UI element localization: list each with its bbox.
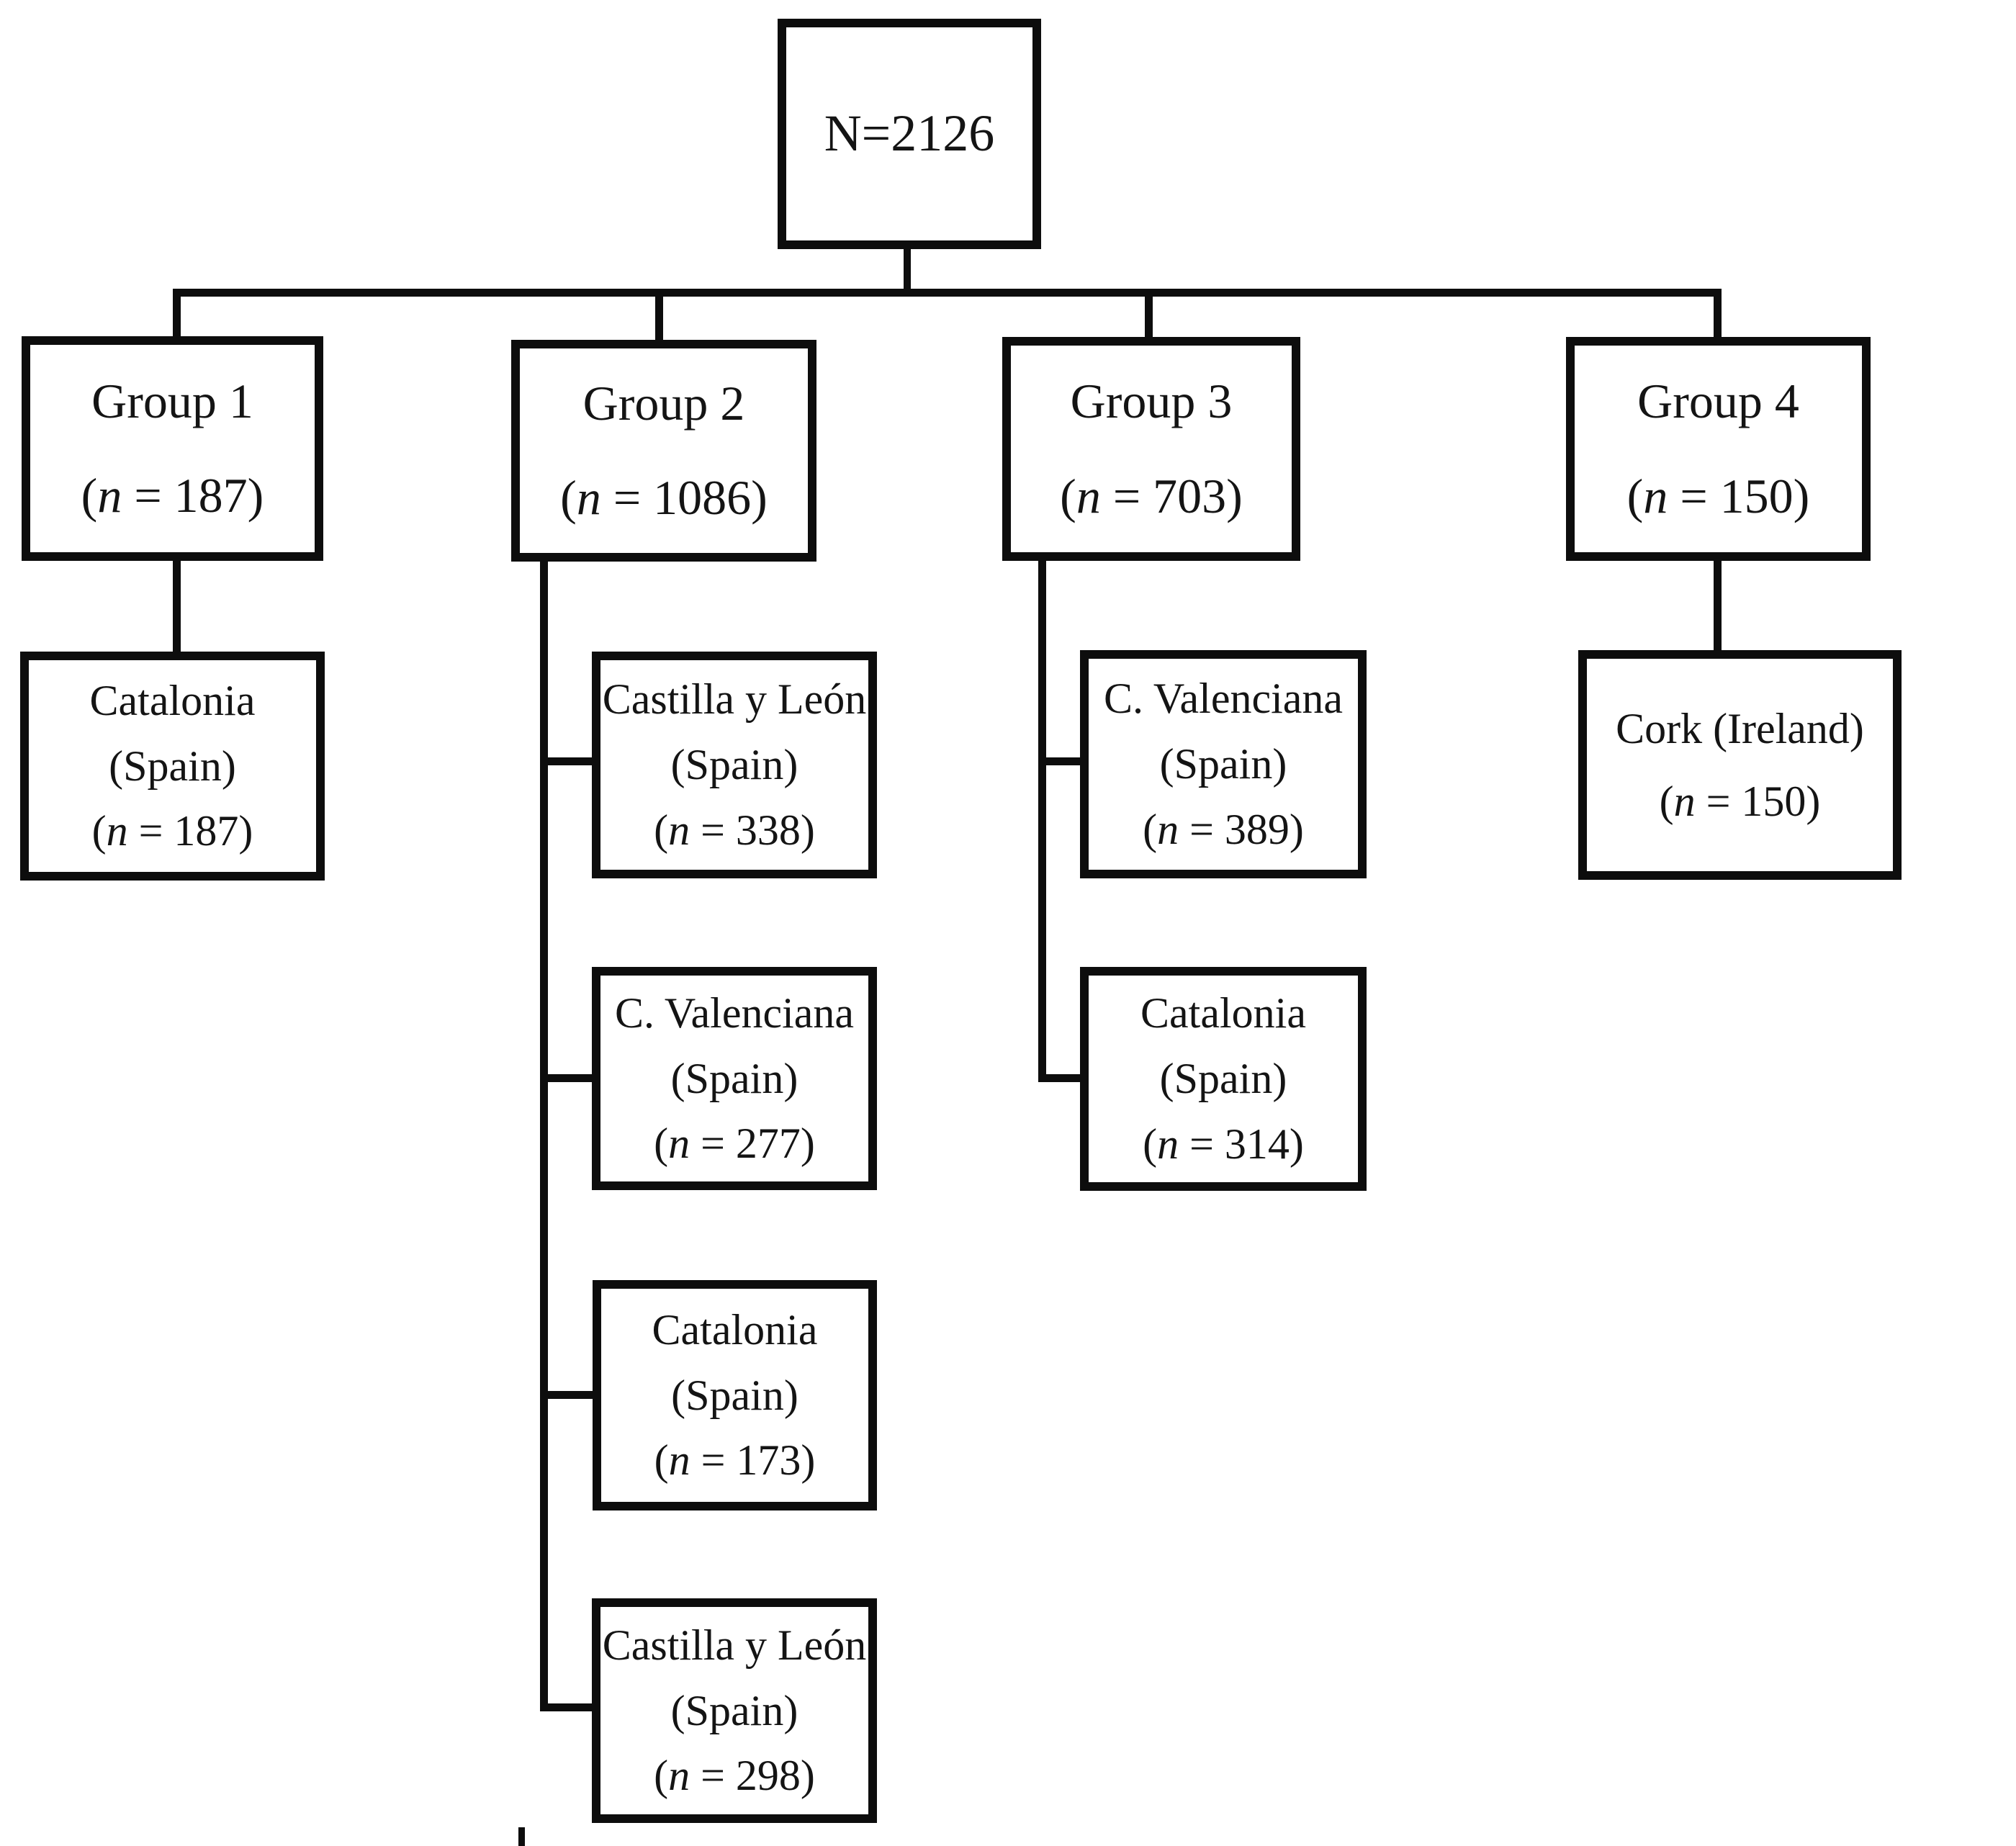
site-region: Castilla y León (602, 1621, 867, 1669)
connector-group4-child (1714, 560, 1722, 652)
connector-group2-stub1 (540, 757, 593, 765)
count-rest: = 389) (1179, 805, 1304, 853)
node-catalonia-group2: Catalonia (Spain) (n = 173) (593, 1280, 877, 1510)
site-count: (n = 338) (654, 806, 815, 854)
connector-group1-child (173, 560, 181, 652)
n-symbol: n (668, 1752, 690, 1800)
stray-tick-mark (518, 1827, 525, 1846)
site-count: (n = 173) (654, 1437, 816, 1484)
node-group2: Group 2 (n = 1086) (511, 340, 816, 562)
paren-open: ( (91, 807, 107, 855)
count-rest: = 187) (122, 468, 264, 523)
paren-open: ( (654, 1436, 669, 1485)
paren-open: ( (1143, 1120, 1158, 1168)
count-rest: = 150) (1695, 777, 1821, 825)
group4-count: (n = 150) (1626, 468, 1810, 523)
connector-drop-group2 (655, 289, 663, 340)
site-region: C. Valenciana (614, 989, 855, 1037)
node-group4: Group 4 (n = 150) (1566, 337, 1871, 561)
connector-group2-stub2 (540, 1074, 593, 1082)
node-valenciana-group2: C. Valenciana (Spain) (n = 277) (592, 967, 877, 1190)
group1-count: (n = 187) (81, 469, 264, 522)
node-castilla-leon-group2a: Castilla y León (Spain) (n = 338) (592, 652, 877, 878)
count-rest: = 314) (1179, 1120, 1304, 1168)
paren-open: ( (654, 1752, 669, 1800)
count-rest: = 338) (690, 806, 815, 854)
count-rest: = 150) (1668, 468, 1810, 523)
site-region: Catalonia (652, 1305, 818, 1354)
site-country: (Spain) (1159, 740, 1287, 788)
group3-title: Group 3 (1070, 374, 1233, 429)
node-cork-group4: Cork (Ireland) (n = 150) (1578, 650, 1902, 880)
count-rest: = 187) (127, 807, 253, 855)
n-symbol: n (668, 1120, 690, 1168)
n-symbol: n (1673, 777, 1696, 825)
count-rest: = 173) (690, 1436, 816, 1485)
site-count: (n = 277) (654, 1120, 815, 1167)
n-symbol: n (576, 470, 601, 525)
site-count: (n = 389) (1143, 806, 1304, 853)
connector-drop-group3 (1145, 289, 1153, 337)
site-country: (Spain) (671, 1371, 798, 1419)
site-region: Catalonia (1140, 989, 1306, 1037)
connector-group2-stub4 (540, 1703, 593, 1711)
n-symbol: n (97, 468, 122, 523)
n-symbol: n (1157, 805, 1179, 853)
group1-title: Group 1 (91, 373, 253, 428)
count-rest: = 703) (1100, 468, 1243, 523)
site-region: Catalonia (89, 676, 256, 724)
n-symbol: n (1643, 468, 1668, 523)
paren-open: ( (81, 468, 98, 523)
connector-group3-stub1 (1038, 757, 1081, 765)
paren-open: ( (654, 1120, 669, 1168)
site-country: (Spain) (670, 1054, 798, 1102)
node-group3: Group 3 (n = 703) (1002, 337, 1300, 561)
connector-group3-spine (1038, 560, 1046, 1082)
group3-count: (n = 703) (1060, 468, 1243, 523)
paren-open: ( (1143, 805, 1158, 853)
paren-open: ( (1060, 468, 1076, 523)
paren-open: ( (654, 806, 669, 854)
group4-title: Group 4 (1637, 374, 1799, 429)
node-group1: Group 1 (n = 187) (22, 336, 323, 561)
site-country: (Spain) (670, 741, 798, 789)
group2-title: Group 2 (582, 375, 745, 431)
paren-open: ( (1659, 777, 1674, 825)
site-region: C. Valenciana (1103, 675, 1344, 723)
site-region: Cork (Ireland) (1616, 704, 1864, 752)
n-symbol: n (1076, 468, 1101, 523)
count-rest: = 298) (690, 1752, 815, 1800)
group2-count: (n = 1086) (560, 470, 768, 525)
n-symbol: n (668, 806, 690, 854)
count-rest: = 277) (690, 1120, 815, 1168)
connector-drop-group1 (173, 289, 181, 336)
site-region: Castilla y León (602, 675, 867, 724)
connector-group2-spine (540, 562, 548, 1711)
site-country: (Spain) (670, 1686, 798, 1734)
site-count: (n = 150) (1660, 778, 1821, 825)
connector-drop-group4 (1714, 289, 1722, 337)
n-symbol: n (106, 807, 128, 855)
n-symbol: n (1157, 1120, 1179, 1168)
node-valenciana-group3: C. Valenciana (Spain) (n = 389) (1080, 650, 1367, 878)
connector-group3-stub2 (1038, 1074, 1081, 1082)
count-rest: = 1086) (600, 470, 768, 525)
n-symbol: n (668, 1436, 690, 1485)
connector-root-drop (904, 248, 911, 294)
connector-group2-stub3 (540, 1391, 593, 1399)
node-total: N=2126 (778, 19, 1041, 249)
site-country: (Spain) (109, 742, 236, 790)
paren-open: ( (1626, 468, 1644, 523)
site-count: (n = 314) (1143, 1120, 1304, 1168)
paren-open: ( (560, 470, 577, 525)
site-count: (n = 298) (654, 1752, 815, 1799)
site-country: (Spain) (1159, 1055, 1287, 1103)
node-catalonia-group3: Catalonia (Spain) (n = 314) (1080, 967, 1367, 1191)
total-label: N=2126 (824, 104, 995, 163)
node-castilla-leon-group2b: Castilla y León (Spain) (n = 298) (592, 1598, 877, 1823)
site-count: (n = 187) (92, 808, 253, 855)
node-catalonia-group1: Catalonia (Spain) (n = 187) (20, 652, 325, 881)
connector-main-horizontal (176, 289, 1721, 297)
